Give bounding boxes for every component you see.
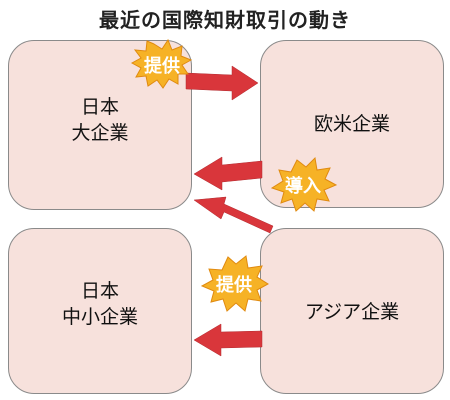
diagram-title: 最近の国際知財取引の動き (99, 8, 351, 32)
japan-sme-line1: 日本 (80, 280, 119, 302)
japan-large-company-label: 日本 大企業 (9, 94, 191, 146)
asian-company-box: アジア企業 (260, 228, 444, 394)
burst-provide-top-label: 提供 (144, 55, 180, 77)
western-company-label: 欧米企業 (313, 113, 390, 135)
arrow-asia-to-japan-large (193, 196, 274, 234)
japan-sme-label: 日本 中小企業 (9, 278, 191, 330)
japan-sme-line2: 中小企業 (61, 306, 138, 328)
arrow-japan-to-west (185, 65, 259, 101)
burst-provide-bottom-label: 提供 (216, 274, 252, 296)
japan-sme-box: 日本 中小企業 (8, 228, 192, 394)
burst-provide-top: 提供 (130, 38, 193, 89)
asian-company-label: アジア企業 (304, 301, 400, 323)
arrow-west-to-japan (193, 156, 263, 191)
burst-introduce: 導入 (270, 156, 338, 212)
burst-provide-bottom: 提供 (200, 255, 269, 312)
japan-large-line2: 大企業 (71, 122, 129, 144)
burst-introduce-label: 導入 (285, 175, 321, 197)
arrow-asia-to-japan-sme (193, 323, 263, 357)
japan-large-line1: 日本 (80, 96, 119, 118)
